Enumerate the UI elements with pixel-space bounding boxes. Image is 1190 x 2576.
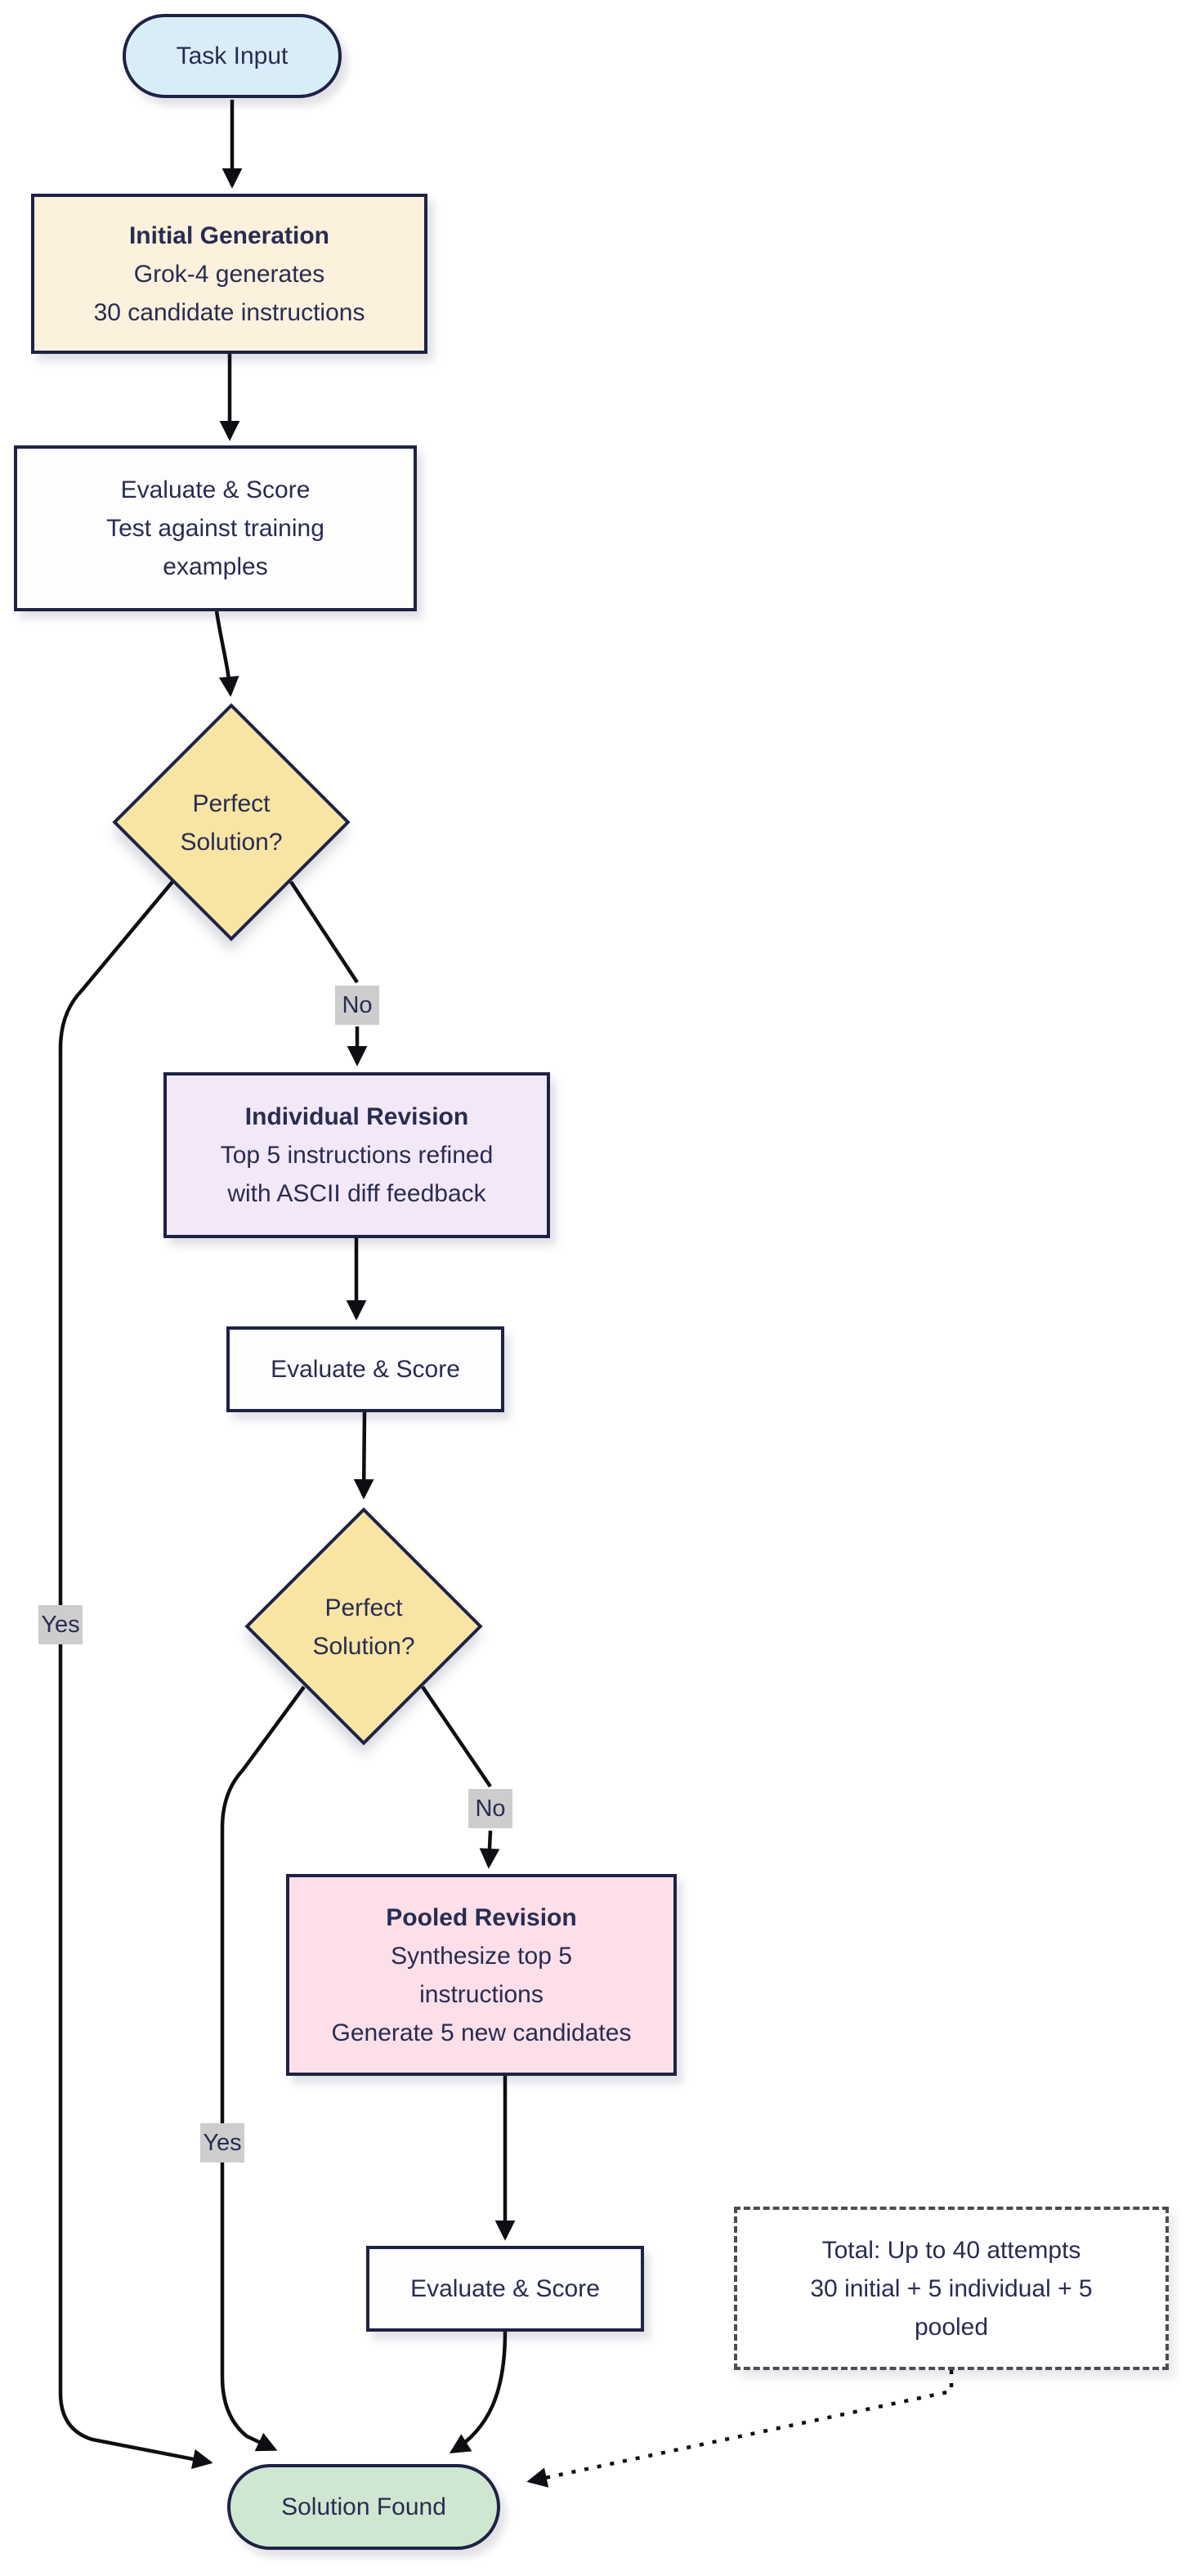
task-input-label: Task Input <box>176 42 289 69</box>
decision-1-line1: Perfect <box>192 790 271 817</box>
individual-revision-line2: Top 5 instructions refined <box>220 1142 494 1169</box>
decision-2-line1: Perfect <box>324 1594 403 1621</box>
edge-label-yes-2: Yes <box>200 2123 244 2162</box>
initial-generation-line2: Grok-4 generates <box>133 260 325 288</box>
node-individual-revision: Individual Revision Top 5 instructions r… <box>163 1072 550 1238</box>
edge-label-yes-1: Yes <box>38 1605 83 1644</box>
decision-1-line2: Solution? <box>180 829 283 856</box>
note-line2: 30 initial + 5 individual + 5 <box>810 2274 1093 2302</box>
edge-eval1-to-decision1 <box>214 610 239 697</box>
evaluate-score-2-label: Evaluate & Score <box>271 1356 460 1383</box>
no-2-text: No <box>475 1795 506 1822</box>
yes-2-text: Yes <box>203 2129 242 2156</box>
node-evaluate-score-2: Evaluate & Score <box>226 1326 504 1412</box>
node-pooled-revision: Pooled Revision Synthesize top 5 instruc… <box>286 1874 677 2076</box>
note-total-attempts: Total: Up to 40 attempts 30 initial + 5 … <box>734 2207 1169 2370</box>
individual-revision-title: Individual Revision <box>244 1103 469 1130</box>
evaluate-score-1-line2: Test against training <box>106 515 324 542</box>
pooled-revision-line3: instructions <box>419 1980 544 2008</box>
node-task-input: Task Input <box>123 14 342 98</box>
edge-decision1-yes <box>58 880 213 2470</box>
evaluate-score-3-label: Evaluate & Score <box>410 2275 600 2302</box>
edge-eval3-to-solution <box>449 2331 508 2453</box>
decision-2-line2: Solution? <box>312 1633 415 1660</box>
edge-decision2-yes <box>220 1685 306 2452</box>
note-line3: pooled <box>914 2313 989 2341</box>
yes-1-text: Yes <box>41 1611 80 1638</box>
evaluate-score-1-line3: examples <box>163 553 268 580</box>
node-evaluate-score-3: Evaluate & Score <box>366 2246 644 2332</box>
pooled-revision-line2: Synthesize top 5 <box>391 1942 572 1970</box>
edge-label-no-2: No <box>468 1789 512 1828</box>
solution-found-label: Solution Found <box>281 2493 446 2520</box>
initial-generation-title: Initial Generation <box>128 221 330 249</box>
evaluate-score-1-line1: Evaluate & Score <box>120 476 311 503</box>
node-solution-found: Solution Found <box>227 2464 500 2550</box>
edge-decision2-no-a <box>421 1685 492 1788</box>
edge-eval2-to-decision2 <box>353 1411 374 1500</box>
note-title: Total: Up to 40 attempts <box>821 2236 1081 2264</box>
edge-label-no-1: No <box>335 986 379 1025</box>
pooled-revision-title: Pooled Revision <box>386 1903 577 1931</box>
decision-1-label: Perfect Solution? <box>150 784 313 862</box>
individual-revision-line3: with ASCII diff feedback <box>227 1180 486 1207</box>
initial-generation-line3: 30 candidate instructions <box>93 298 365 326</box>
edge-decision2-no-b <box>479 1830 500 1869</box>
no-1-text: No <box>342 991 373 1018</box>
pooled-revision-line4: Generate 5 new candidates <box>331 2019 632 2046</box>
edge-note-to-solution <box>526 2370 954 2488</box>
node-initial-generation: Initial Generation Grok-4 generates 30 c… <box>31 194 427 354</box>
node-evaluate-score-1: Evaluate & Score Test against training e… <box>14 445 417 611</box>
decision-2-label: Perfect Solution? <box>282 1588 445 1666</box>
edge-decision1-no-a <box>289 880 359 984</box>
